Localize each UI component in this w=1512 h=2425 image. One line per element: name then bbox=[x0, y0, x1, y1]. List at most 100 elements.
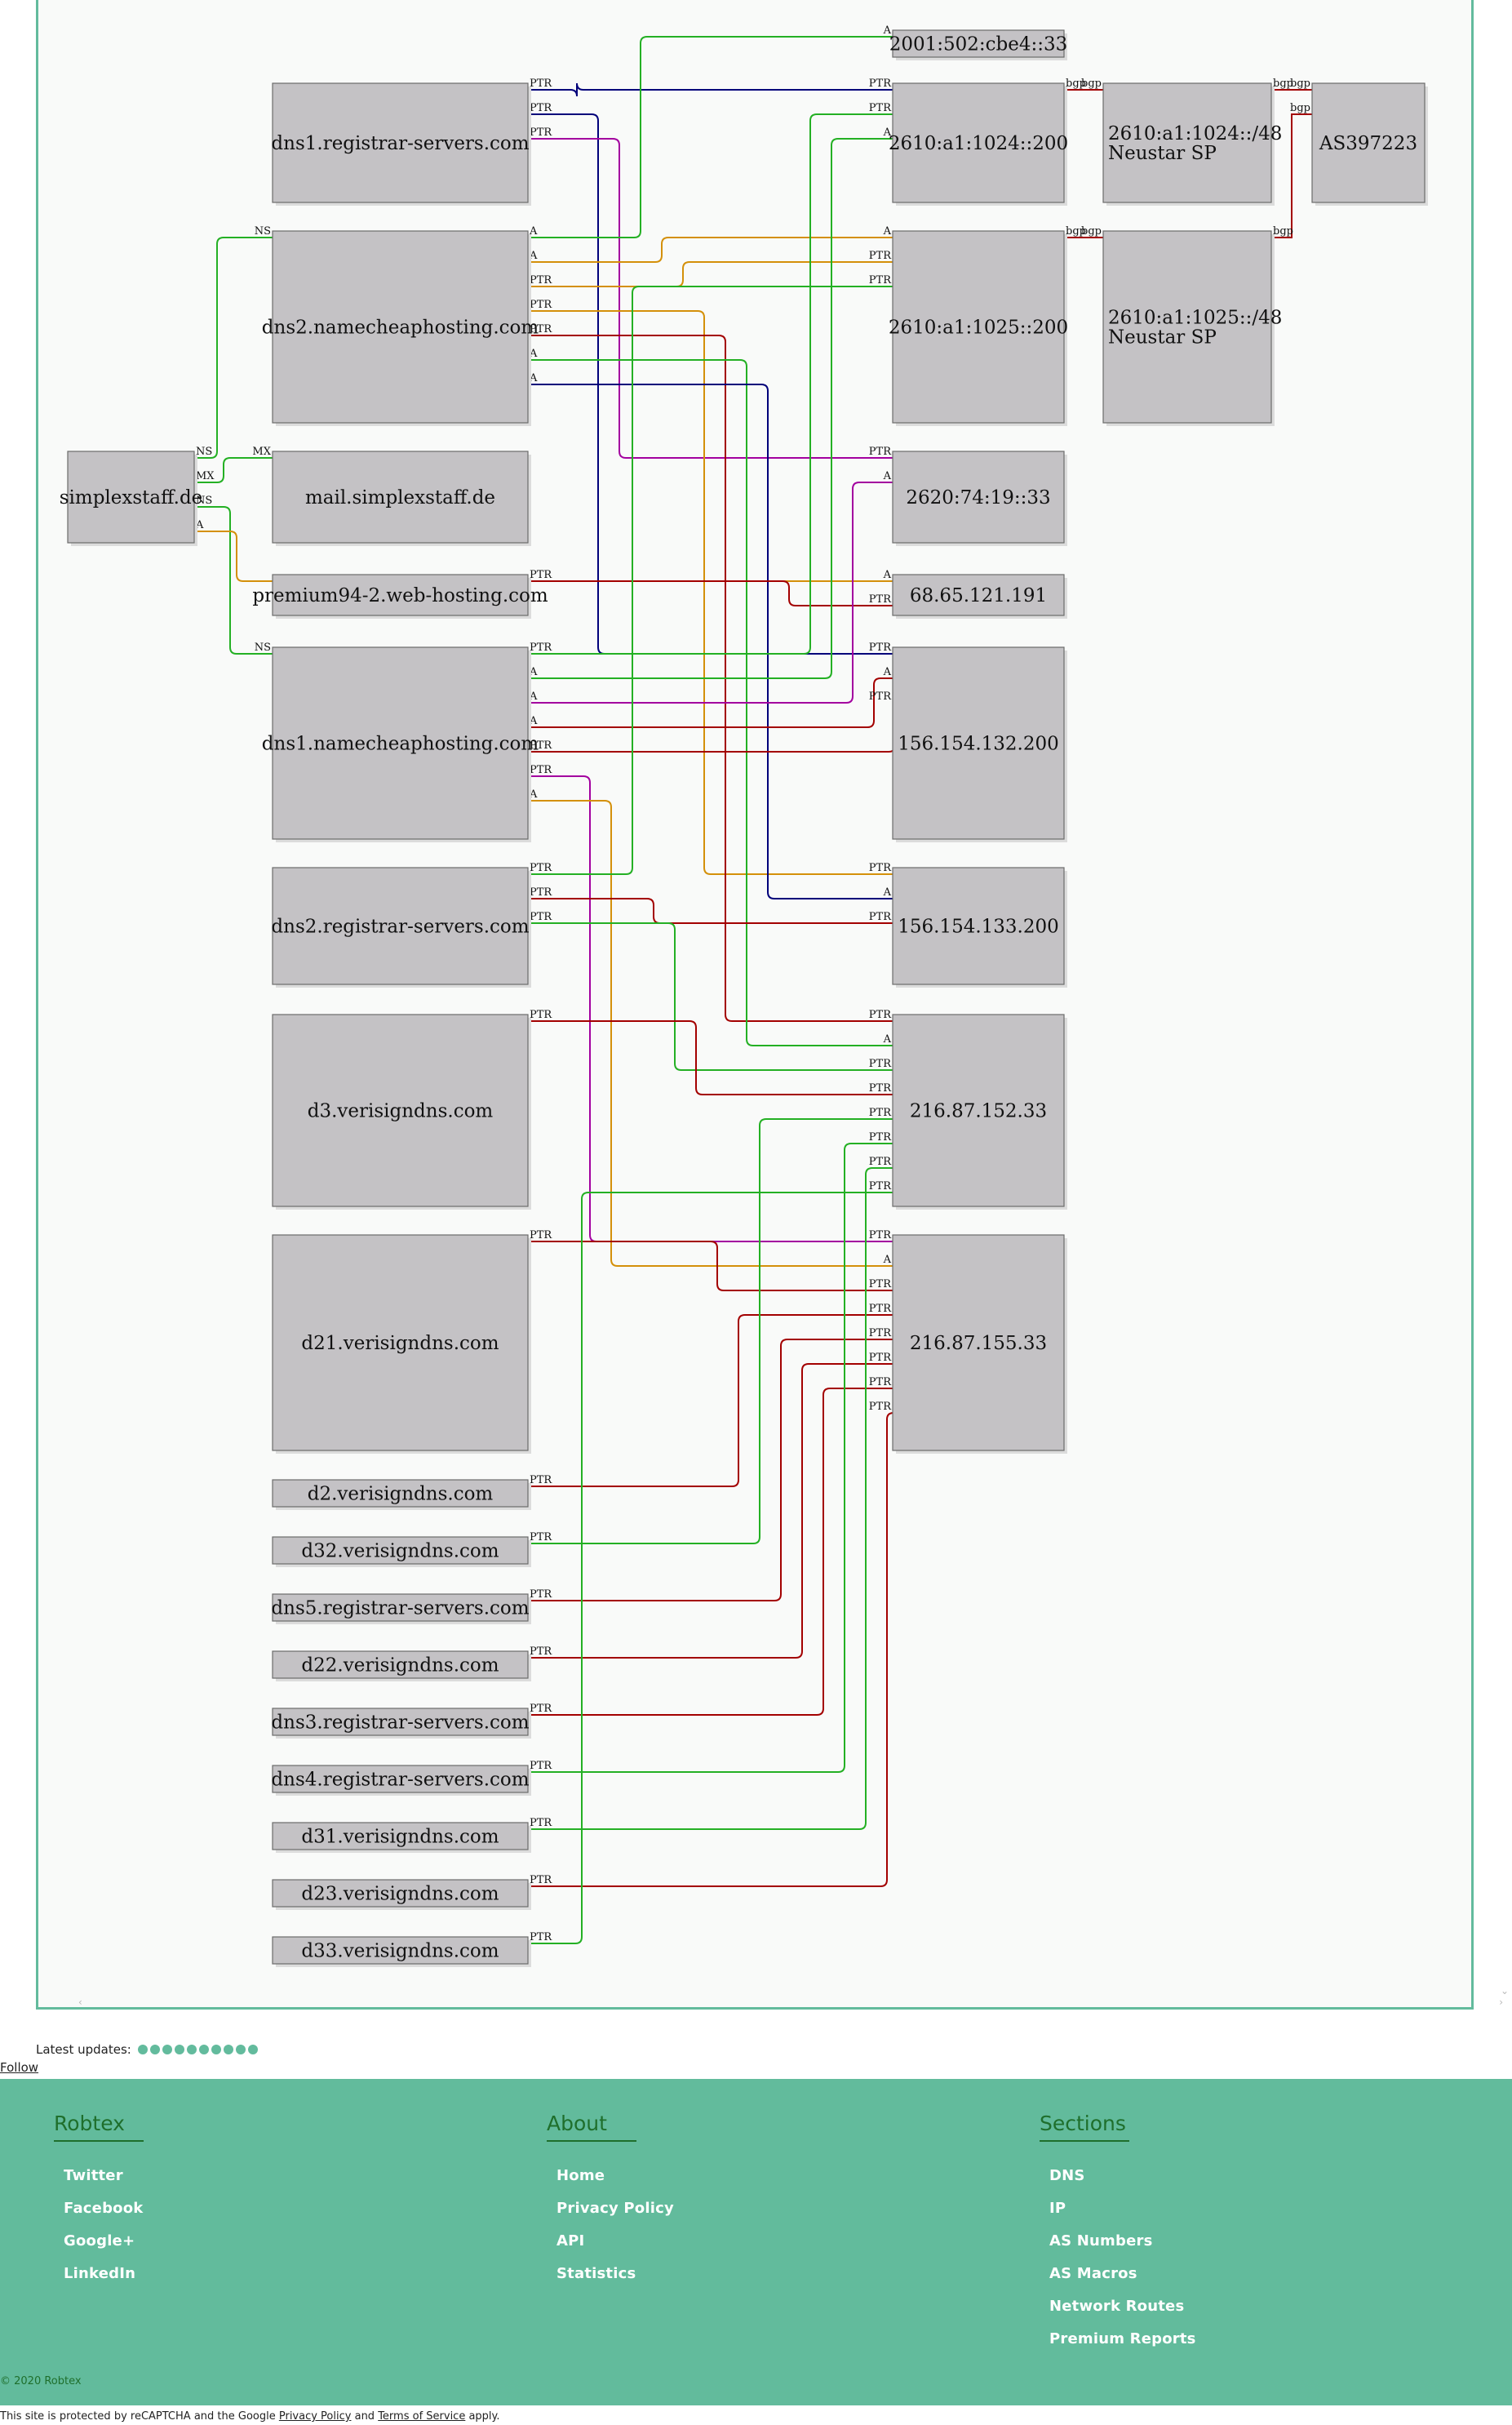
node-box[interactable] bbox=[272, 1708, 529, 1736]
footer-link-dns[interactable]: DNS bbox=[1049, 2167, 1085, 2184]
node-156-154-132-200[interactable]: 156.154.132.200 bbox=[892, 646, 1067, 842]
node-68-65-121-191[interactable]: 68.65.121.191 bbox=[892, 574, 1067, 619]
footer-link-premium-reports[interactable]: Premium Reports bbox=[1049, 2330, 1196, 2347]
node-2001-502-cbe4-33[interactable]: 2001:502:cbe4::33 bbox=[889, 29, 1068, 60]
footer-link-api[interactable]: API bbox=[556, 2232, 585, 2250]
footer-link-linkedin[interactable]: LinkedIn bbox=[64, 2265, 136, 2282]
node-box[interactable] bbox=[272, 1014, 529, 1207]
footer-link-facebook[interactable]: Facebook bbox=[64, 2200, 144, 2217]
node-box[interactable] bbox=[272, 646, 529, 840]
privacy-policy-link[interactable]: Privacy Policy bbox=[278, 2410, 352, 2423]
footer-link-statistics[interactable]: Statistics bbox=[556, 2265, 636, 2282]
node-box[interactable] bbox=[892, 451, 1065, 544]
node-156-154-133-200[interactable]: 156.154.133.200 bbox=[892, 867, 1067, 988]
node-premium94-2-web-hosting-com[interactable]: premium94-2.web-hosting.com bbox=[252, 574, 548, 619]
edge-type-label: bgp bbox=[1273, 225, 1293, 238]
follow-link[interactable]: Follow bbox=[0, 2060, 39, 2075]
edge-type-label: PTR bbox=[530, 323, 552, 335]
node-box[interactable] bbox=[892, 29, 1065, 58]
node-layer: simplexstaff.de dns1.registrar-servers.co… bbox=[60, 29, 1428, 1967]
node-box[interactable] bbox=[1102, 82, 1272, 203]
node-as397223[interactable]: AS397223 bbox=[1311, 82, 1428, 206]
node-box[interactable] bbox=[892, 646, 1065, 840]
node-d2-verisigndns-com[interactable]: d2.verisigndns.com bbox=[272, 1479, 531, 1510]
footer-link-twitter[interactable]: Twitter bbox=[64, 2167, 123, 2184]
horizontal-scrollbar[interactable]: ‹ › bbox=[77, 1996, 1510, 2008]
node-box[interactable] bbox=[1102, 230, 1272, 424]
node-box[interactable] bbox=[272, 867, 529, 985]
node-2610-a1-1024-200[interactable]: 2610:a1:1024::200 bbox=[889, 82, 1068, 206]
node-d3-verisigndns-com[interactable]: d3.verisigndns.com bbox=[272, 1014, 531, 1210]
node-d33-verisigndns-com[interactable]: d33.verisigndns.com bbox=[272, 1936, 531, 1967]
node-box[interactable] bbox=[272, 1822, 529, 1850]
edge-type-label: PTR bbox=[869, 1156, 892, 1168]
node-dns3-registrar-servers-com[interactable]: dns3.registrar-servers.com bbox=[271, 1708, 531, 1739]
update-dot[interactable] bbox=[174, 2045, 184, 2054]
node-box[interactable] bbox=[272, 1765, 529, 1793]
node-box[interactable] bbox=[892, 867, 1065, 985]
footer-link-as-numbers[interactable]: AS Numbers bbox=[1049, 2232, 1153, 2250]
node-simplexstaff-de[interactable]: simplexstaff.de bbox=[60, 451, 203, 546]
edge-type-label: bgp bbox=[1273, 78, 1293, 90]
edge-type-label: NS bbox=[255, 225, 271, 238]
node-sublabel: Neustar SP bbox=[1108, 327, 1217, 349]
terms-of-service-link[interactable]: Terms of Service bbox=[378, 2410, 466, 2423]
node-dns2-registrar-servers-com[interactable]: dns2.registrar-servers.com bbox=[271, 867, 531, 988]
node-box[interactable] bbox=[272, 1479, 529, 1508]
node-2620-74-19-33[interactable]: 2620:74:19::33 bbox=[892, 451, 1067, 546]
node-box[interactable] bbox=[272, 230, 529, 424]
node-box[interactable] bbox=[272, 1650, 529, 1679]
node-box[interactable] bbox=[272, 82, 529, 203]
node-2610-a1-1025-200[interactable]: 2610:a1:1025::200 bbox=[889, 230, 1068, 426]
scroll-down-icon[interactable]: ⌄ bbox=[1501, 1985, 1510, 1996]
node-box[interactable] bbox=[67, 451, 195, 544]
footer-link-as-macros[interactable]: AS Macros bbox=[1049, 2265, 1137, 2282]
edge-line bbox=[528, 138, 893, 459]
node-box[interactable] bbox=[272, 1936, 529, 1965]
update-dot[interactable] bbox=[137, 2045, 148, 2054]
node-box[interactable] bbox=[892, 1014, 1065, 1207]
update-dot[interactable] bbox=[186, 2045, 197, 2054]
scroll-left-icon[interactable]: ‹ bbox=[78, 1996, 82, 2008]
update-dot[interactable] bbox=[247, 2045, 258, 2054]
node-d23-verisigndns-com[interactable]: d23.verisigndns.com bbox=[272, 1879, 531, 1910]
update-dot[interactable] bbox=[211, 2045, 221, 2054]
vertical-scrollbar[interactable]: ⌄ bbox=[1499, 0, 1510, 1996]
update-dot[interactable] bbox=[162, 2045, 172, 2054]
node-box[interactable] bbox=[272, 1536, 529, 1565]
footer-link-privacy-policy[interactable]: Privacy Policy bbox=[556, 2200, 674, 2217]
footer-link-home[interactable]: Home bbox=[556, 2167, 605, 2184]
node-dns2-namecheaphosting-com[interactable]: dns2.namecheaphosting.com bbox=[262, 230, 539, 426]
node-d22-verisigndns-com[interactable]: d22.verisigndns.com bbox=[272, 1650, 531, 1681]
node-216-87-155-33[interactable]: 216.87.155.33 bbox=[892, 1234, 1067, 1454]
node-dns4-registrar-servers-com[interactable]: dns4.registrar-servers.com bbox=[271, 1765, 531, 1796]
update-dot[interactable] bbox=[149, 2045, 160, 2054]
node-box[interactable] bbox=[272, 574, 529, 616]
node-box[interactable] bbox=[272, 1593, 529, 1622]
node-216-87-152-33[interactable]: 216.87.152.33 bbox=[892, 1014, 1067, 1210]
node-box[interactable] bbox=[892, 1234, 1065, 1451]
update-dot[interactable] bbox=[223, 2045, 233, 2054]
node-box[interactable] bbox=[272, 451, 529, 544]
footer-link-ip[interactable]: IP bbox=[1049, 2200, 1066, 2217]
footer-link-googleplus[interactable]: Google+ bbox=[64, 2232, 135, 2250]
node-box[interactable] bbox=[892, 574, 1065, 616]
node-mail-simplexstaff-de[interactable]: mail.simplexstaff.de bbox=[272, 451, 531, 546]
node-d21-verisigndns-com[interactable]: d21.verisigndns.com bbox=[272, 1234, 531, 1454]
scroll-right-icon[interactable]: › bbox=[1499, 1996, 1503, 2008]
node-box[interactable] bbox=[1311, 82, 1426, 203]
node-dns1-namecheaphosting-com[interactable]: dns1.namecheaphosting.com bbox=[262, 646, 539, 842]
node-box[interactable] bbox=[272, 1879, 529, 1908]
update-dot[interactable] bbox=[235, 2045, 246, 2054]
node-d32-verisigndns-com[interactable]: d32.verisigndns.com bbox=[272, 1536, 531, 1567]
footer-link-network-routes[interactable]: Network Routes bbox=[1049, 2298, 1185, 2315]
node-box[interactable] bbox=[892, 230, 1065, 424]
node-box[interactable] bbox=[892, 82, 1065, 203]
node-dns5-registrar-servers-com[interactable]: dns5.registrar-servers.com bbox=[271, 1593, 531, 1624]
update-dot[interactable] bbox=[198, 2045, 209, 2054]
node-box[interactable] bbox=[272, 1234, 529, 1451]
node-dns1-registrar-servers-com[interactable]: dns1.registrar-servers.com bbox=[271, 82, 531, 206]
node-d31-verisigndns-com[interactable]: d31.verisigndns.com bbox=[272, 1822, 531, 1853]
